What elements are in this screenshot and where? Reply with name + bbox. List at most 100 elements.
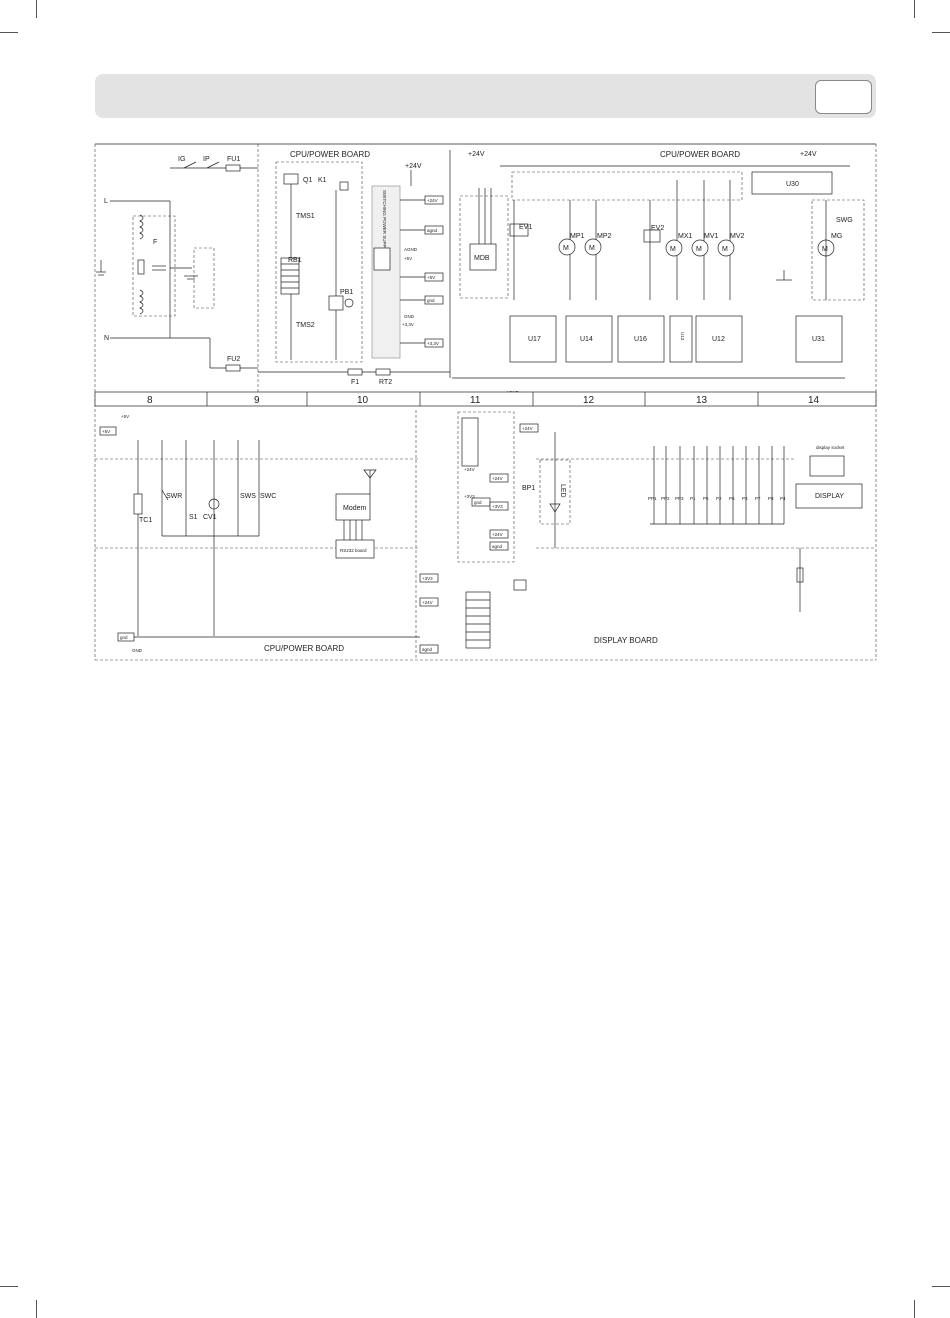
switch-icon — [183, 161, 197, 169]
driver-label: U17 — [528, 336, 541, 343]
rt2-label: RT2 — [379, 379, 392, 386]
triac-icon — [283, 173, 299, 185]
rail-5v-bottom: +5V — [121, 414, 129, 419]
antenna-icon — [363, 469, 377, 479]
flag-gnd-bottom-label: gnd — [120, 635, 128, 640]
button-label: PP2 — [661, 496, 670, 501]
button-label: P5 — [703, 496, 709, 501]
valve-ev2 — [643, 229, 661, 243]
resistor-icon — [137, 259, 145, 275]
swr-label: SWR — [166, 493, 182, 500]
header-bar — [95, 74, 876, 118]
button-label: P3 — [742, 496, 748, 501]
flag-gnd-mid-label: gnd — [474, 500, 482, 505]
crop-mark — [36, 0, 37, 18]
rail-gnd-bottom: GND — [132, 648, 143, 653]
pump-pb1 — [328, 295, 344, 311]
flag-3v3-bottom-label: +3V3 — [422, 576, 433, 581]
display-socket — [809, 455, 845, 477]
driver-chip — [565, 315, 613, 363]
flag-5v-label: +5V — [427, 275, 435, 280]
motor-mp1 — [558, 238, 576, 256]
crop-mark — [932, 1286, 950, 1287]
crop-mark — [914, 1300, 915, 1318]
valve-ev1 — [509, 223, 529, 237]
fu1-label: FU1 — [227, 156, 240, 163]
driver-label: U31 — [812, 336, 825, 343]
u30-label: U30 — [786, 181, 799, 188]
board-area — [457, 411, 515, 563]
filter-label: F — [153, 239, 157, 246]
power-supply-label: SWITCHING POWER SUPPLY — [382, 190, 387, 253]
button-label: PP3 — [675, 496, 684, 501]
rail-24v-mid: +24V — [464, 467, 475, 472]
motor-mv2 — [717, 239, 735, 257]
crop-mark — [0, 32, 18, 33]
rail-24v-top: +24V — [405, 163, 422, 170]
dashed-bracket — [193, 247, 215, 309]
led-label: LED — [559, 484, 566, 498]
rail-24v-right: +24V — [800, 151, 817, 158]
rail-gnd-label: GND — [404, 314, 415, 319]
flag-24v-mid2-label: +24V — [492, 532, 503, 537]
bridge-rectifier-icon — [373, 247, 391, 271]
flag-24v-label: +24V — [427, 198, 438, 203]
button-label: PP1 — [648, 496, 657, 501]
crop-mark — [0, 1286, 18, 1287]
rs232-label: RS232 board — [340, 548, 367, 553]
tms1-label: TMS1 — [296, 213, 315, 220]
driver-chip — [509, 315, 557, 363]
button-label: P6 — [729, 496, 735, 501]
swg-label: SWG — [836, 217, 853, 224]
flag-gnd-label: gnd — [427, 298, 435, 303]
driver-chip — [795, 315, 843, 363]
flag-agnd-bottom-label: agnd — [422, 647, 433, 652]
button-label: P1 — [690, 496, 696, 501]
q1-label: Q1 — [303, 177, 312, 184]
driver-label: U14 — [580, 336, 593, 343]
rail-3v3-mid: +3V3 — [464, 494, 475, 499]
section-number: 11 — [470, 395, 481, 406]
flag-3v3-mid — [489, 501, 509, 511]
connector-block — [461, 417, 479, 467]
display-label: DISPLAY — [815, 493, 844, 500]
board-area — [275, 161, 363, 363]
button-label: P8 — [768, 496, 774, 501]
crop-mark — [932, 32, 950, 33]
section-number: 9 — [254, 395, 260, 406]
motor-mv2-symbol: M — [722, 246, 728, 253]
mv1-label: MV1 — [704, 233, 719, 240]
flag-33v-label: +3,3V — [427, 341, 439, 346]
driver-chip — [617, 315, 665, 363]
flag-3v3-mid-label: +3V3 — [492, 504, 503, 509]
flag-24v-mid2 — [489, 529, 509, 539]
pump-motor-icon — [344, 298, 354, 308]
motor-mp2 — [584, 238, 602, 256]
fuse-icon — [225, 164, 241, 172]
rail-33v-label: +3,3V — [402, 322, 414, 327]
mp2-label: MP2 — [597, 233, 612, 240]
motor-mx1 — [665, 239, 683, 257]
rs232-box — [335, 539, 375, 559]
rb1-label: RB1 — [288, 257, 302, 264]
driver-label: U16 — [634, 336, 647, 343]
modem-label: Modem — [343, 505, 367, 512]
flag-24v-bottom — [419, 597, 439, 607]
ig-label: IG — [178, 156, 185, 163]
rail-24v-mdb: +24V — [468, 151, 485, 158]
pb1-label: PB1 — [340, 289, 353, 296]
section-strip — [94, 391, 877, 407]
k1-label: K1 — [318, 177, 327, 184]
tms2-label: TMS2 — [296, 322, 315, 329]
motor-mx1-symbol: M — [670, 246, 676, 253]
flag-agnd-bottom — [419, 644, 439, 654]
motor-mv1 — [691, 239, 709, 257]
flag-24v-mid-label: +24V — [492, 476, 503, 481]
button-label: P7 — [755, 496, 761, 501]
driver-label: U12 — [712, 336, 725, 343]
s1-label: S1 — [189, 514, 198, 521]
rail-5v-label: +5V — [404, 256, 412, 261]
rail-agnd-label: AGND — [404, 247, 418, 252]
cv1-label: CV1 — [203, 514, 217, 521]
